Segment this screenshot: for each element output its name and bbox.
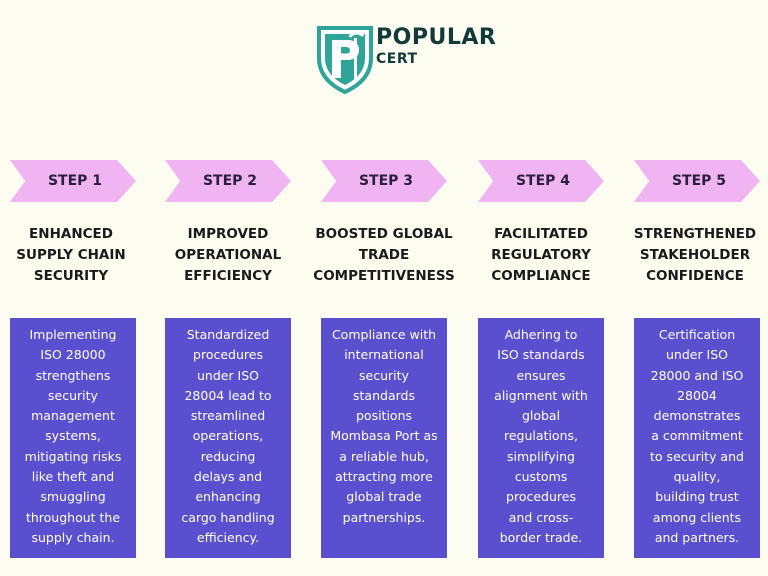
- step-description-box: Certification under ISO 28000 and ISO 28…: [634, 318, 760, 558]
- step-title: IMPROVED OPERATIONAL EFFICIENCY: [174, 226, 282, 284]
- step-label: STEP 4: [515, 173, 571, 189]
- step-title: FACILITATED REGULATORY COMPLIANCE: [491, 226, 591, 284]
- popularcert-logo: POPULAR CERT: [316, 24, 496, 96]
- step-chevron: [321, 160, 447, 202]
- step-label: STEP 3: [358, 173, 414, 189]
- logo-wordmark: POPULAR CERT: [376, 25, 497, 68]
- logo-line-cert: CERT: [376, 51, 418, 67]
- step-title: STRENGTHENED STAKEHOLDER CONFIDENCE: [633, 226, 757, 284]
- step-label: STEP 2: [202, 173, 258, 189]
- step-title: BOOSTED GLOBAL TRADE COMPETITIVENESS: [313, 226, 455, 284]
- shield-logo-icon: [317, 26, 373, 94]
- step-chevron: [10, 160, 136, 202]
- step-description-box: Implementing ISO 28000 strengthens secur…: [10, 318, 136, 558]
- step-description-box: Adhering to ISO standards ensures alignm…: [478, 318, 604, 558]
- step-chevron: [478, 160, 604, 202]
- step-title: ENHANCED SUPPLY CHAIN SECURITY: [16, 226, 126, 284]
- step-label: STEP 1: [47, 173, 103, 189]
- step-chevron: [634, 160, 760, 202]
- step-label: STEP 5: [671, 173, 727, 189]
- step-chevron: [165, 160, 291, 202]
- step-description-box: Compliance with international security s…: [321, 318, 447, 558]
- step-description-box: Standardized procedures under ISO 28004 …: [165, 318, 291, 558]
- logo-line-popular: POPULAR: [376, 25, 497, 50]
